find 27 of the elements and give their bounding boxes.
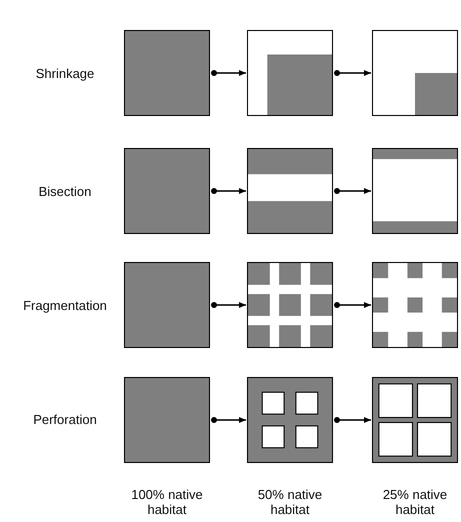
habitat-square-drawing: [124, 148, 210, 234]
arrow: [334, 70, 371, 76]
arrow: [334, 302, 371, 308]
habitat-square-drawing: [124, 377, 210, 463]
habitat-square-drawing: [247, 377, 333, 463]
column-label: 100% native habitat: [130, 487, 204, 517]
habitat-square-drawing: [372, 377, 458, 463]
arrow: [334, 417, 371, 423]
habitat-square-drawing: [372, 30, 458, 116]
habitat-square-drawing: [247, 30, 333, 116]
row-label: Perforation: [32, 412, 98, 427]
arrow: [211, 70, 246, 76]
habitat-square-drawing: [247, 148, 333, 234]
arrow: [334, 188, 371, 194]
row-label: Shrinkage: [34, 66, 96, 81]
habitat-square-drawing: [247, 262, 333, 348]
row-label: Bisection: [38, 184, 92, 199]
arrow: [211, 188, 246, 194]
habitat-square-drawing: [372, 148, 458, 234]
column-label: 50% native habitat: [256, 487, 324, 517]
column-label: 25% native habitat: [382, 487, 448, 517]
row-label: Fragmentation: [22, 298, 108, 313]
habitat-square-drawing: [372, 262, 458, 348]
arrow: [211, 302, 246, 308]
habitat-square-drawing: [124, 30, 210, 116]
arrow: [211, 417, 246, 423]
habitat-square-drawing: [124, 262, 210, 348]
